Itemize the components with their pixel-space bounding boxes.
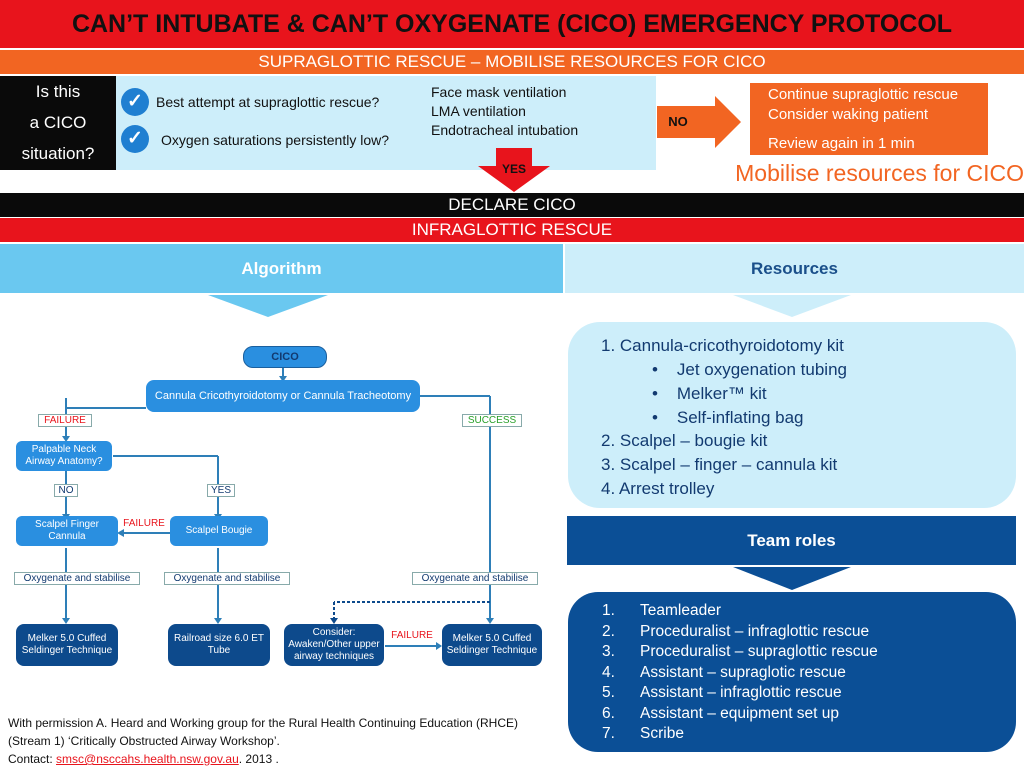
melker-node-2: Melker 5.0 Cuffed Seldinger Technique (442, 624, 542, 666)
option-face-mask: Face mask ventilation (431, 84, 567, 100)
failure-label-3: FAILURE (391, 630, 433, 641)
credits: With permission A. Heard and Working gro… (8, 714, 568, 768)
cannula-node: Cannula Cricothyroidotomy or Cannula Tra… (146, 380, 420, 412)
resource-sub-bag: • Self-inflating bag (652, 408, 804, 427)
contact-email-link[interactable]: smsc@nsccahs.health.nsw.gov.au (56, 752, 239, 766)
resource-sub-melker-label: Melker™ kit (676, 384, 767, 403)
continue-supraglottic: Continue supraglottic rescue (768, 86, 959, 103)
yes-branch-label: YES (207, 484, 235, 497)
team-roles-list: 1.Teamleader 2.Proceduralist – infraglot… (568, 592, 1016, 752)
scalpel-finger-node: Scalpel Finger Cannula (16, 516, 118, 546)
role-4: 4.Assistant – supraglotic rescue (602, 663, 846, 681)
supraglottic-banner: SUPRAGLOTTIC RESCUE – MOBILISE RESOURCES… (0, 50, 1024, 74)
scalpel-bougie-node: Scalpel Bougie (170, 516, 268, 546)
no-outcome-box: Continue supraglottic rescue Consider wa… (750, 83, 988, 155)
no-branch-label: NO (54, 484, 78, 497)
team-down-arrow-icon (733, 567, 851, 590)
resource-sub-melker: • Melker™ kit (652, 384, 767, 403)
resources-list: 1. Cannula-cricothyroidotomy kit • Jet o… (568, 322, 1016, 508)
resource-scalpel-finger: 3. Scalpel – finger – cannula kit (601, 455, 838, 474)
cico-question-line1: Is this (35, 82, 81, 101)
oxygenate-label-1: Oxygenate and stabilise (14, 572, 140, 585)
cico-node: CICO (243, 346, 327, 368)
checkmark-icon: ✓ (121, 125, 149, 153)
cico-question-line2: a CICO (29, 113, 87, 132)
review-again: Review again in 1 min (768, 135, 915, 152)
criteria-supraglottic-attempt: Best attempt at supraglottic rescue? (156, 94, 380, 110)
algorithm-heading: Algorithm (0, 244, 563, 293)
resources-down-arrow-icon (733, 295, 851, 317)
credits-line2: (Stream 1) ‘Critically Obstructed Airway… (8, 734, 280, 748)
railroad-node: Railroad size 6.0 ET Tube (168, 624, 270, 666)
checkmark-icon: ✓ (121, 88, 149, 116)
supraglottic-options: Face mask ventilation LMA ventilation En… (431, 83, 578, 140)
resource-scalpel-bougie: 2. Scalpel – bougie kit (601, 431, 768, 450)
yes-label: YES (501, 162, 526, 176)
success-label: SUCCESS (462, 414, 522, 427)
yes-arrow-icon (478, 148, 550, 192)
no-arrow-icon (657, 96, 741, 148)
consider-node: Consider: Awaken/Other upper airway tech… (284, 624, 384, 666)
option-lma: LMA ventilation (431, 103, 526, 119)
consider-waking: Consider waking patient (768, 106, 929, 123)
oxygenate-label-3: Oxygenate and stabilise (412, 572, 538, 585)
resource-sub-jet-label: Jet oxygenation tubing (676, 360, 847, 379)
credits-contact: Contact: smsc@nsccahs.health.nsw.gov.au.… (8, 752, 279, 766)
team-roles-heading: Team roles (567, 516, 1016, 565)
cico-question-line3: situation? (21, 144, 95, 163)
failure-label: FAILURE (38, 414, 92, 427)
resource-arrest-trolley: 4. Arrest trolley (601, 479, 715, 498)
protocol-title: CAN’T INTUBATE & CAN’T OXYGENATE (CICO) … (0, 0, 1024, 48)
resource-sub-jet: • Jet oxygenation tubing (652, 360, 847, 379)
declare-cico-banner: DECLARE CICO (0, 193, 1024, 217)
role-5: 5.Assistant – infraglottic rescue (602, 684, 842, 701)
cico-question-box: Is this a CICO situation? (0, 76, 116, 170)
mobilise-resources: Mobilise resources for CICO (735, 160, 1024, 186)
failure-label-2: FAILURE (121, 518, 167, 529)
option-ett: Endotracheal intubation (431, 122, 579, 138)
resource-cannula-kit: 1. Cannula-cricothyroidotomy kit (601, 336, 844, 355)
resources-heading: Resources (565, 244, 1024, 293)
infraglottic-banner: INFRAGLOTTIC RESCUE (0, 218, 1024, 242)
criteria-box (116, 76, 656, 170)
role-2: 2.Proceduralist – infraglottic rescue (602, 622, 870, 640)
no-label: NO (668, 114, 688, 129)
role-6: 6.Assistant – equipment set up (602, 704, 840, 722)
algorithm-down-arrow-icon (208, 295, 328, 317)
criteria-oxygen-saturation: Oxygen saturations persistently low? (161, 132, 389, 148)
role-1: 1.Teamleader (602, 602, 721, 619)
role-7: 7.Scribe (602, 725, 684, 742)
oxygenate-label-2: Oxygenate and stabilise (164, 572, 290, 585)
credits-line1: With permission A. Heard and Working gro… (8, 716, 519, 730)
palpable-anatomy-node: Palpable Neck Airway Anatomy? (16, 441, 112, 471)
role-3: 3.Proceduralist – supraglottic rescue (602, 643, 878, 660)
resource-sub-bag-label: Self-inflating bag (676, 408, 804, 427)
melker-node-1: Melker 5.0 Cuffed Seldinger Technique (16, 624, 118, 666)
